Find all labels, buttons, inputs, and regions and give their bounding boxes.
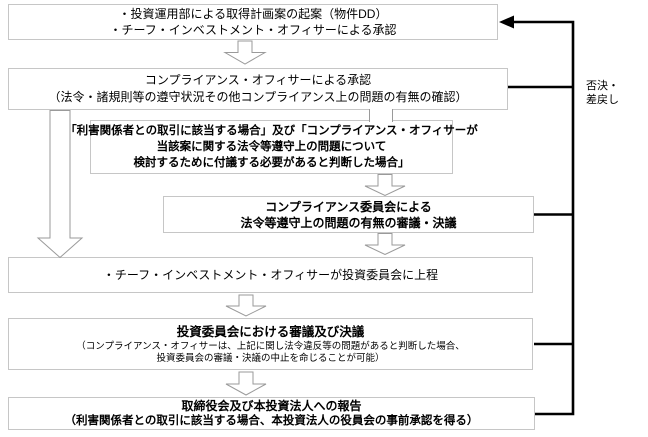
box-text-line: コンプライアンス・オフィサーによる承認 <box>144 73 372 87</box>
down-arrow-icon <box>225 371 267 396</box>
flow-box-compliance-committee: コンプライアンス委員会による 法令等遵守上の問題の有無の審議・決議 <box>163 196 534 233</box>
box-text-line: 法令等遵守上の問題の有無の審議・決議 <box>240 215 457 230</box>
box-text-line: ・投資運用部による取得計画案の起案（物件DD） <box>118 7 388 21</box>
box-text-line: 「利害関係者との取引に該当する場合」及び「コンプライアンス・オフィサーが <box>65 125 478 137</box>
box-text-line: コンプライアンス委員会による <box>265 199 432 214</box>
flow-box-investment-committee: 投資委員会における審議及び決議 （コンプライアンス・オフィサーは、上記に関し法令… <box>8 318 533 370</box>
box-text-line: ・チーフ・インベストメント・オフィサーによる承認 <box>109 23 397 37</box>
feedback-arrowhead-icon <box>499 15 514 29</box>
down-arrow-icon <box>225 294 267 317</box>
box-text-line: 当該案に関する法令等遵守上の問題について <box>156 141 387 153</box>
flow-box-compliance-officer-approval: コンプライアンス・オフィサーによる承認 （法令・諸規則等の遵守状況その他コンプラ… <box>8 68 508 110</box>
box-note-line: 投資委員会の審議・決議の中止を命じることが可能） <box>156 352 385 364</box>
flow-box-cio-submission: ・チーフ・インベストメント・オフィサーが投資委員会に上程 <box>8 257 533 293</box>
box-text-line: （法令・諸規則等の遵守状況その他コンプライアンス上の問題の有無の確認） <box>48 90 468 104</box>
box-title-line: 取締役会及び本投資法人への報告 <box>181 398 362 413</box>
feedback-label-line: 否決・ <box>586 80 619 92</box>
flow-box-referral-condition: 「利害関係者との取引に該当する場合」及び「コンプライアンス・オフィサーが 当該案… <box>65 120 478 174</box>
box-text-line: 検討するために付議する必要があると判断した場合」 <box>133 157 410 169</box>
box-title-line: 投資委員会における審議及び決議 <box>176 324 365 339</box>
flow-box-board-report: 取締役会及び本投資法人への報告 （利害関係者との取引に該当する場合、本投資法人の… <box>8 397 535 430</box>
down-arrow-icon <box>364 233 406 256</box>
down-arrow-icon <box>364 174 406 197</box>
flow-box-origination: ・投資運用部による取得計画案の起案（物件DD） ・チーフ・インベストメント・オフ… <box>8 4 498 40</box>
box-text-line: ・チーフ・インベストメント・オフィサーが投資委員会に上程 <box>102 268 439 282</box>
feedback-label-line: 差戻し <box>586 94 619 106</box>
box-note-line: （利害関係者との取引に該当する場合、本投資法人の役員会の事前承認を得る） <box>64 414 479 427</box>
feedback-label: 否決・ 差戻し <box>586 79 619 107</box>
down-arrow-icon <box>223 40 267 65</box>
box-note-line: （コンプライアンス・オフィサーは、上記に関し法令違反等の問題があると判断した場合… <box>76 340 465 352</box>
